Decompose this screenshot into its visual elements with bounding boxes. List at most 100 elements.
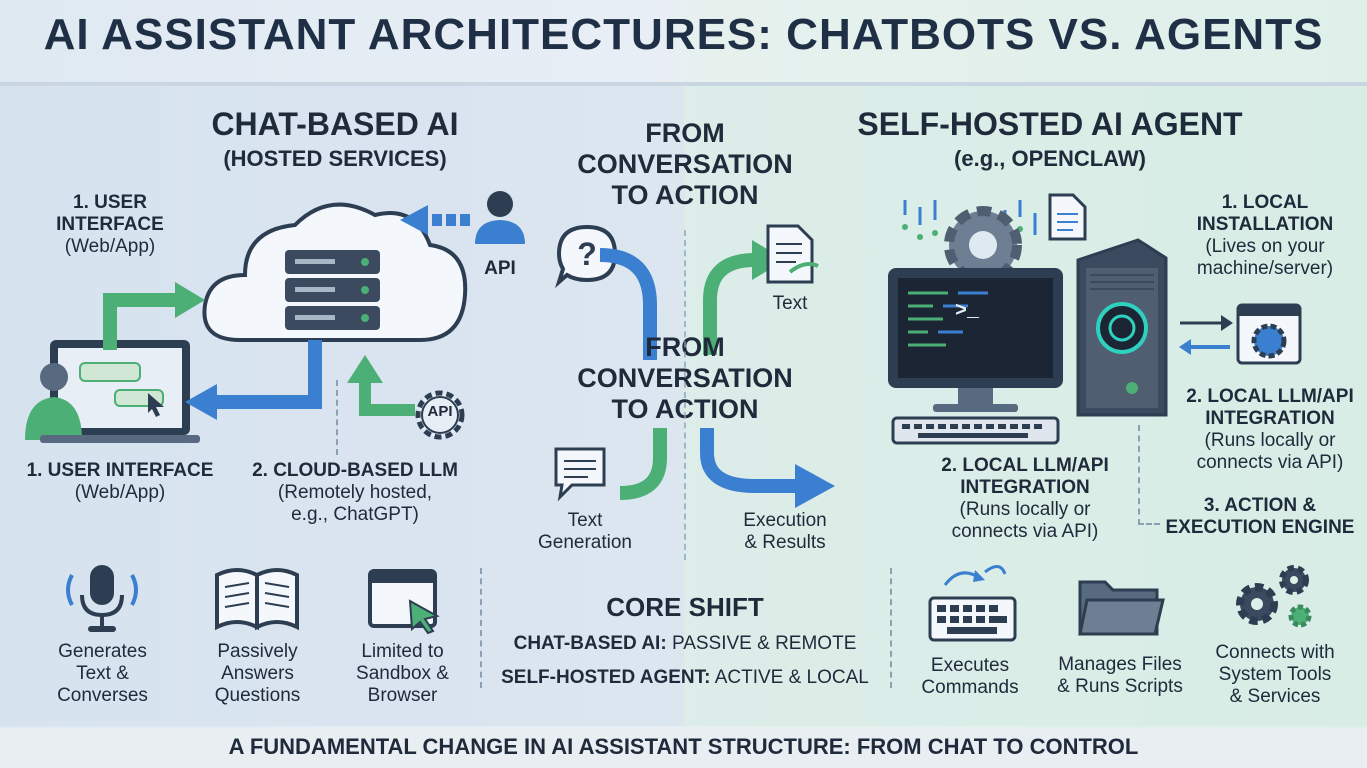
feature-manages: Manages Files & Runs Scripts [1045,654,1195,698]
arrow-laptop-to-cloud [103,282,205,350]
local-install-title2: INSTALLATION [1196,213,1334,235]
ui-bottom-label: 1. USER INTERFACE (Web/App) [10,460,230,504]
divider-right-core [890,568,892,688]
page-title: AI ASSISTANT ARCHITECTURES: CHATBOTS VS.… [43,10,1324,59]
divider-llm [336,380,338,455]
core-shift-line2-key: SELF-HOSTED AGENT: [501,667,711,688]
monitor-terminal-icon [888,268,1063,445]
ui-top-title1: 1. USER [73,192,147,213]
cloud-llm-label: 2. CLOUD-BASED LLM (Remotely hosted, e.g… [235,460,475,526]
llm-right-label: 2. LOCAL LLM/API INTEGRATION (Runs local… [1180,386,1360,473]
left-heading: CHAT-BASED AI [211,106,459,142]
execution-l1: Execution [743,510,827,531]
core-shift-line2-val: ACTIVE & LOCAL [714,667,869,688]
feature-generates: Generates Text & Converses [40,641,165,707]
feature-manages-l2: & Runs Scripts [1057,675,1183,697]
local-install-desc2: machine/server) [1196,257,1334,279]
core-shift-line2: SELF-HOSTED AGENT: ACTIVE & LOCAL [485,667,885,689]
llm-bottom-title2: INTEGRATION [960,476,1090,498]
local-install-desc1: (Lives on your [1205,235,1325,257]
divider-action-h [1138,523,1160,525]
feature-connects-l3: & Services [1229,685,1321,707]
feature-passively: Passively Answers Questions [195,641,320,707]
middle-top-heading: FROM CONVERSATION TO ACTION [560,118,810,211]
llm-right-desc1: (Runs locally or [1204,429,1336,451]
ui-top-label: 1. USER INTERFACE (Web/App) [30,192,190,258]
middle-top-heading-l3: TO ACTION [611,180,759,211]
feature-passively-l3: Questions [214,684,301,706]
text-generation-label: Text Generation [520,510,650,554]
ui-top-desc: (Web/App) [64,235,156,257]
chat-bubble-icon [554,447,606,502]
feature-limited-l1: Limited to [361,641,444,662]
footer-caption: A FUNDAMENTAL CHANGE IN AI ASSISTANT STR… [0,728,1367,768]
divider-middle [684,230,686,560]
core-shift-line1: CHAT-BASED AI: PASSIVE & REMOTE [490,633,880,655]
right-subheading: (e.g., OPENCLAW) [954,146,1146,171]
cloud-llm-desc1: (Remotely hosted, [277,481,433,503]
action-engine-title1: 3. ACTION & [1203,495,1317,516]
feature-limited: Limited to Sandbox & Browser [340,641,465,707]
feature-limited-l2: Sandbox & [356,662,449,684]
cloud-llm-title: 2. CLOUD-BASED LLM [252,460,458,481]
feature-connects: Connects with System Tools & Services [1200,642,1350,708]
svg-text:?: ? [577,236,597,272]
feature-connects-l1: Connects with [1215,642,1335,663]
local-install-title1: 1. LOCAL [1221,192,1309,213]
middle-top-heading-l2: CONVERSATION [577,149,793,180]
ui-bottom-title: 1. USER INTERFACE [26,460,214,481]
title-divider [0,82,1367,86]
folder-icon [1078,580,1165,636]
question-bubble-icon: ? [555,224,618,289]
left-subheading: (HOSTED SERVICES) [223,146,447,171]
llm-right-title2: INTEGRATION [1205,407,1335,429]
server-tower-icon [1076,238,1168,417]
api-gear-icon [415,390,465,440]
feature-generates-l1: Generates [58,641,147,662]
middle-top-heading-l1: FROM [645,118,725,148]
user-icon [475,191,525,244]
divider-left-core [480,568,482,688]
text-label: Text [772,293,808,314]
local-install-label: 1. LOCAL INSTALLATION (Lives on your mac… [1180,192,1350,279]
llm-bottom-desc1: (Runs locally or [959,498,1091,520]
llm-bottom-label: 2. LOCAL LLM/API INTEGRATION (Runs local… [920,455,1130,542]
feature-executes: Executes Commands [900,655,1040,699]
feature-executes-l1: Executes [930,655,1010,676]
arrow-curve-text-generation [619,428,667,500]
file-icon [1048,193,1087,241]
llm-right-title1: 2. LOCAL LLM/API [1186,386,1354,407]
action-engine-label: 3. ACTION & EXECUTION ENGINE [1160,495,1360,539]
feature-generates-l3: Converses [57,684,148,706]
core-shift-line1-val: PASSIVE & REMOTE [671,633,857,654]
text-generation-l2: Generation [537,531,632,553]
laptop-chat-icon [25,340,200,443]
divider-action [1138,425,1140,525]
keyboard-commands-icon [928,565,1017,642]
ui-top-title2: INTERFACE [56,213,164,235]
arrow-api-to-cloud [347,355,415,416]
feature-connects-l2: System Tools [1218,663,1332,685]
execution-label: Execution & Results [720,510,850,554]
arrow-user-to-cloud [400,205,470,235]
feature-limited-l3: Browser [367,684,438,706]
core-shift-heading: CORE SHIFT [606,592,764,622]
cloud-llm-desc2: e.g., ChatGPT) [291,503,419,525]
feature-manages-l1: Manages Files [1058,654,1182,675]
feature-passively-l1: Passively [217,641,298,662]
book-icon [215,568,299,631]
execution-l2: & Results [744,531,826,553]
ui-bottom-desc: (Web/App) [74,481,166,503]
browser-window-icon [368,569,440,635]
feature-executes-l2: Commands [921,676,1019,698]
llm-bottom-desc2: connects via API) [951,520,1099,542]
arrow-cloud-to-laptop [185,340,322,420]
action-engine-title2: EXECUTION ENGINE [1165,516,1355,538]
arrow-curve-execution [700,428,835,508]
text-generation-l1: Text [567,510,603,531]
microphone-icon [66,565,138,632]
api-window-icon [1179,303,1302,365]
cloud-server-icon [202,202,468,342]
feature-generates-l2: Text & [76,662,129,684]
feature-passively-l2: Answers [221,662,294,684]
